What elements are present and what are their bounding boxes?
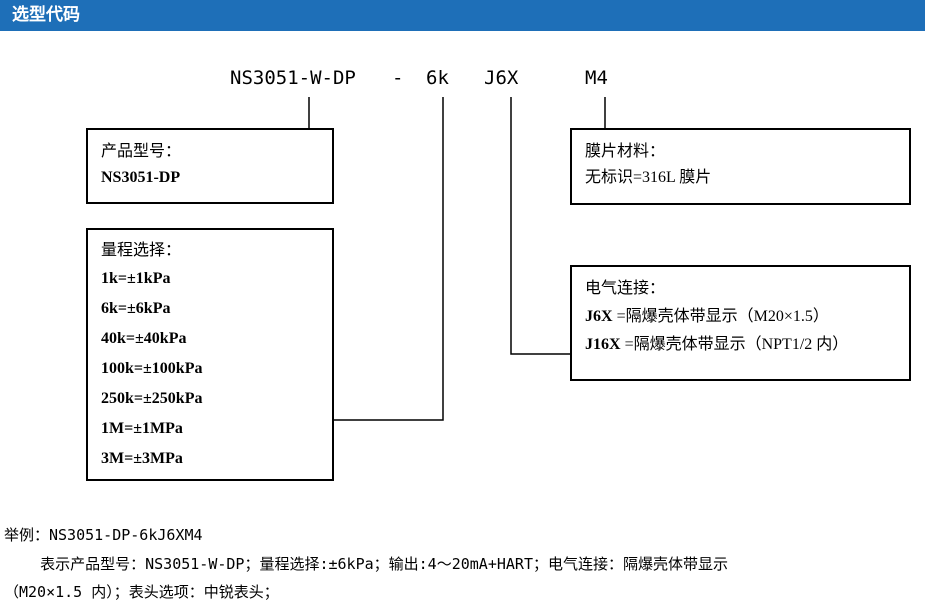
example-line: （M20×1.5 内）；表头选项：中锐表头； xyxy=(4,583,279,601)
range-item: 100k=±100kPa xyxy=(101,360,203,377)
example-label: 举例：NS3051-DP-6kJ6XM4 xyxy=(4,526,203,544)
range-item: 1k=±1kPa xyxy=(101,270,171,287)
product-model-title: 产品型号： xyxy=(101,143,182,160)
connector-range xyxy=(334,97,444,421)
connection-item: J6X =隔爆壳体带显示（M20×1.5） xyxy=(585,303,909,331)
membrane-material-box: 膜片材料： 无标识=316L 膜片 xyxy=(570,128,911,205)
connection-desc: =隔爆壳体带显示（NPT1/2 内） xyxy=(620,336,849,353)
range-title: 量程选择： xyxy=(101,242,182,259)
code-range: 6k xyxy=(426,67,449,89)
example-line: 表示产品型号：NS3051-W-DP；量程选择:±6kPa；输出:4～20mA+… xyxy=(4,555,728,573)
section-header: 选型代码 xyxy=(0,0,925,31)
code-connection: J6X xyxy=(484,67,519,89)
membrane-value: 无标识=316L 膜片 xyxy=(585,169,712,186)
range-selection-box: 量程选择： 1k=±1kPa 6k=±6kPa 40k=±40kPa 100k=… xyxy=(86,228,334,481)
code-model: NS3051-W-DP xyxy=(230,67,356,89)
code-dash: - xyxy=(392,67,404,89)
range-item: 3M=±3MPa xyxy=(101,450,183,467)
example-description: 表示产品型号：NS3051-W-DP；量程选择:±6kPa；输出:4～20mA+… xyxy=(4,550,922,606)
connection-desc: =隔爆壳体带显示（M20×1.5） xyxy=(612,308,829,325)
product-model-box: 产品型号： NS3051-DP xyxy=(86,128,334,204)
range-item: 6k=±6kPa xyxy=(101,300,171,317)
electrical-connection-box: 电气连接： J6X =隔爆壳体带显示（M20×1.5） J16X =隔爆壳体带显… xyxy=(570,265,911,381)
connection-code: J6X xyxy=(585,308,613,325)
range-item: 250k=±250kPa xyxy=(101,390,203,407)
range-item: 1M=±1MPa xyxy=(101,420,183,437)
membrane-title: 膜片材料： xyxy=(585,143,666,160)
range-item: 40k=±40kPa xyxy=(101,330,187,347)
connection-item: J16X =隔爆壳体带显示（NPT1/2 内） xyxy=(585,331,909,359)
code-material: M4 xyxy=(585,67,608,89)
section-title: 选型代码 xyxy=(12,5,80,25)
connection-title: 电气连接： xyxy=(585,280,666,297)
connector-connection xyxy=(510,97,571,355)
connection-code: J16X xyxy=(585,336,621,353)
product-model-value: NS3051-DP xyxy=(101,169,181,186)
